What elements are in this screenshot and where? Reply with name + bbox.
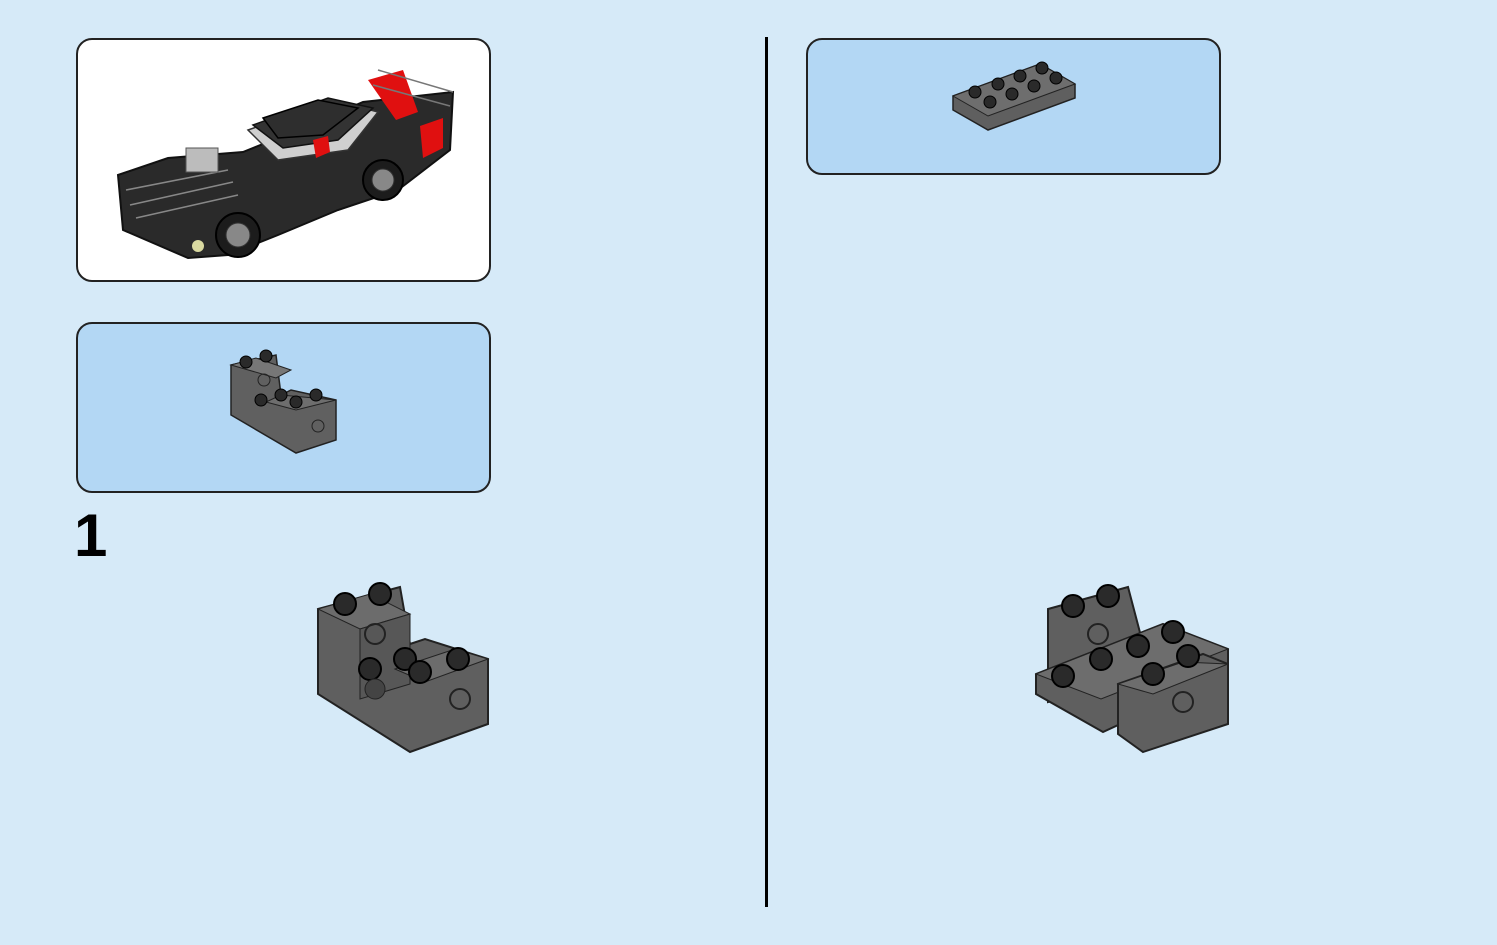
parts-callout-step-1 (76, 322, 491, 493)
step-1-assembly-technic-brick-icon (315, 584, 495, 754)
race-car-model-icon (78, 40, 493, 284)
parts-callout-step-2 (806, 38, 1221, 175)
step-2-assembly-plate-on-brick-icon (1033, 584, 1233, 754)
page-divider (765, 37, 768, 907)
technic-brick-u-shape-dark-gray-icon (226, 340, 346, 450)
plate-2x4-dark-gray-icon (950, 56, 1080, 136)
finished-model-preview (76, 38, 491, 282)
step-number: 1 (74, 506, 105, 566)
